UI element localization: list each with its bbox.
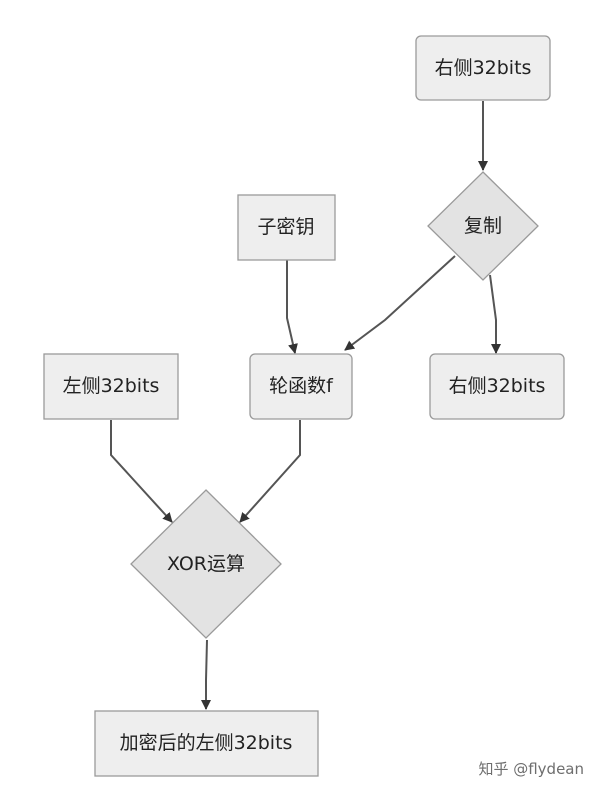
node-xor[interactable]: XOR运算 xyxy=(130,489,282,639)
edge-left-in-to-xor xyxy=(110,420,173,523)
node-left-input[interactable]: 左侧32bits xyxy=(43,353,179,420)
node-left-output-label: 加密后的左侧32bits xyxy=(120,732,293,754)
node-subkey-label: 子密钥 xyxy=(257,216,314,238)
edge-subkey-to-round-f xyxy=(286,260,298,354)
node-right-input[interactable]: 右侧32bits xyxy=(415,35,551,101)
node-round-function[interactable]: 轮函数f xyxy=(249,353,353,420)
node-xor-label: XOR运算 xyxy=(167,553,245,575)
edge-round-f-to-xor xyxy=(239,420,301,523)
node-right-input-label: 右侧32bits xyxy=(435,57,532,79)
edge-xor-to-left-out xyxy=(201,639,211,710)
node-copy-label: 复制 xyxy=(464,215,502,237)
node-left-input-label: 左侧32bits xyxy=(63,375,160,397)
node-subkey[interactable]: 子密钥 xyxy=(237,194,336,261)
node-left-output[interactable]: 加密后的左侧32bits xyxy=(94,710,319,777)
node-right-output-label: 右侧32bits xyxy=(449,375,546,397)
edge-copy-to-round-f xyxy=(344,255,456,351)
edges xyxy=(110,101,501,710)
node-right-output[interactable]: 右侧32bits xyxy=(429,353,565,420)
node-round-function-label: 轮函数f xyxy=(269,375,334,397)
watermark: 知乎 @flydean xyxy=(478,760,584,778)
edge-copy-to-right-out xyxy=(489,274,501,354)
node-copy[interactable]: 复制 xyxy=(427,171,539,281)
